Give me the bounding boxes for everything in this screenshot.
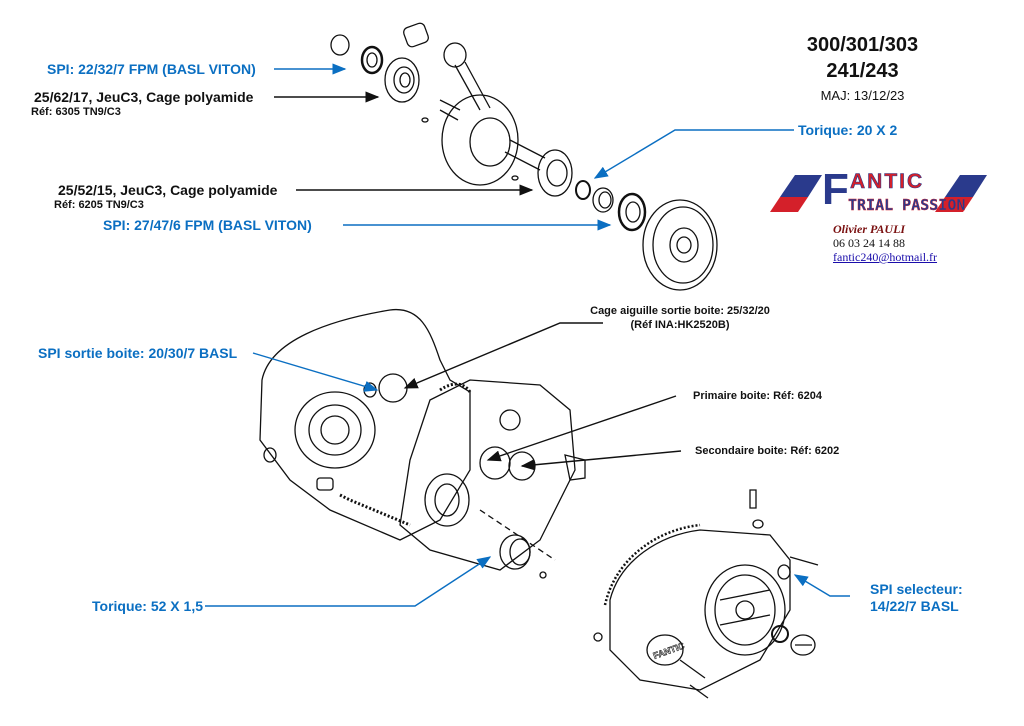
small-end-bearing (403, 22, 429, 48)
logo-brand: ANTIC (850, 170, 925, 194)
label-spi-crank-left: SPI: 22/32/7 FPM (BASL VITON) (47, 61, 256, 77)
flywheel (642, 199, 718, 291)
label-bearing-left: 25/62/17, JeuC3, Cage polyamide (34, 89, 254, 105)
label-bearing-left-ref: Réf: 6305 TN9/C3 (31, 106, 121, 118)
clutch-cover-assembly: FANTIC (593, 489, 819, 699)
logo-tagline: TRIAL PASSION (848, 196, 966, 214)
models-line-2: 241/243 (826, 60, 899, 82)
label-bearing-right-ref: Réf: 6205 TN9/C3 (54, 199, 144, 211)
leader-lines (205, 63, 850, 607)
crank-oring (575, 180, 591, 200)
crankcase-right-half (399, 379, 576, 571)
primary-bearing-seat (479, 446, 511, 480)
leader-oring-housing (205, 556, 492, 607)
woodruff-key-left (421, 117, 429, 123)
models-line-1: 300/301/303 (806, 34, 919, 56)
fantic-logo-stripes (770, 175, 987, 212)
crank-seal-left (360, 45, 384, 75)
crank-spacer (592, 187, 614, 213)
contact-email-link[interactable]: fantic240@hotmail.fr (833, 250, 938, 264)
label-spi-selector-line1: SPI selecteur: (870, 581, 963, 597)
label-needle-cage-ref: (Réf INA:HK2520B) (630, 319, 730, 331)
contact-name: Olivier PAULI (833, 222, 906, 236)
label-spi-crank-right: SPI: 27/47/6 FPM (BASL VITON) (103, 217, 312, 233)
selector-seal-seat (777, 564, 791, 580)
update-date: MAJ: 13/12/23 (820, 88, 905, 103)
needle-cage-seat (378, 373, 408, 403)
label-spi-output: SPI sortie boite: 20/30/7 BASL (38, 345, 238, 361)
crank-web (441, 94, 519, 186)
conrod-small-end (443, 42, 467, 68)
contact-phone: 06 03 24 14 88 (833, 236, 905, 250)
logo-initial: F (822, 165, 849, 214)
label-spi-selector-line2: 14/22/7 BASL (870, 598, 959, 614)
label-primary: Primaire boite: Réf: 6204 (693, 390, 822, 402)
leader-secondary (520, 450, 682, 471)
label-secondary: Secondaire boite: Réf: 6202 (695, 445, 840, 457)
leader-spi-output (252, 352, 379, 392)
label-oring-crank: Torique: 20 X 2 (798, 122, 898, 138)
label-oring-housing: Torique: 52 X 1,5 (92, 598, 203, 614)
leader-spi-selector (793, 574, 850, 597)
crank-seal-right (617, 192, 647, 232)
label-needle-cage: Cage aiguille sortie boite: 25/32/20 (590, 305, 770, 317)
crankshaft-assembly (330, 22, 718, 291)
label-bearing-right: 25/52/15, JeuC3, Cage polyamide (58, 182, 278, 198)
crank-bearing-left (384, 57, 420, 103)
leader-needle-cage (403, 322, 603, 389)
crank-bearing-right (537, 149, 573, 197)
crank-nut (330, 34, 350, 56)
crankcase-left-half (259, 308, 471, 541)
woodruff-key-right (511, 175, 519, 181)
clutch-cover (609, 529, 791, 691)
leader-oring-crank (593, 129, 794, 179)
leader-primary (486, 395, 677, 462)
